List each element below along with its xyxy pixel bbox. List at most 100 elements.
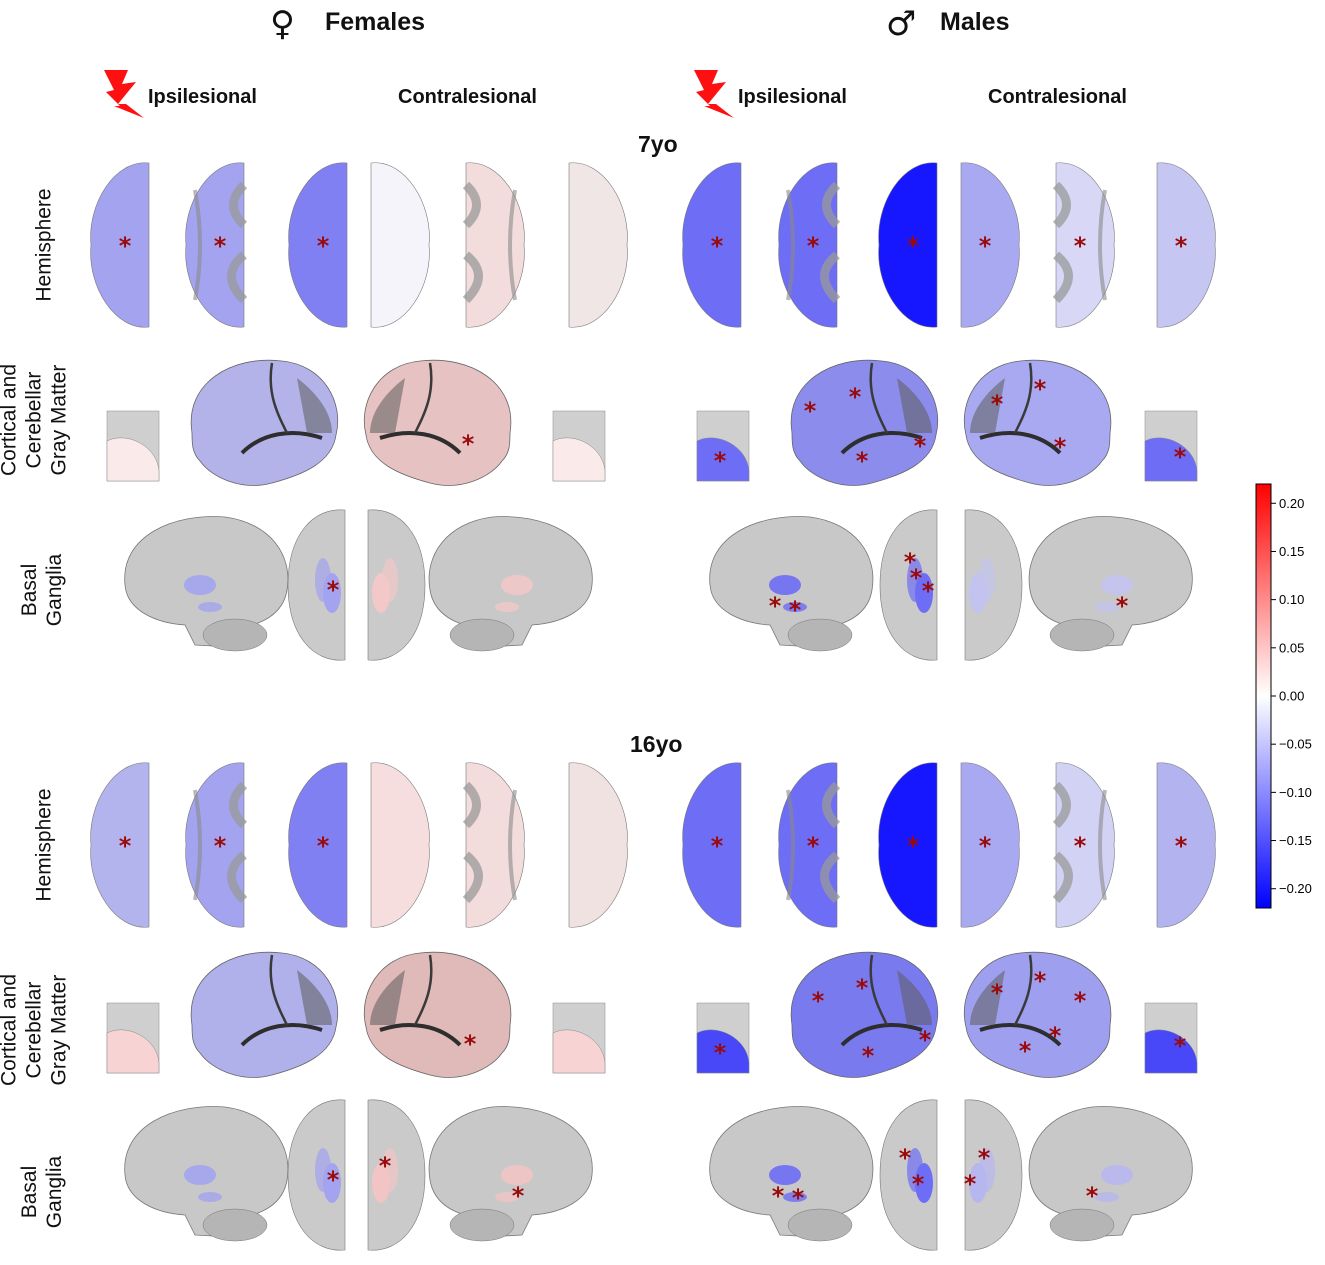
age-heading-7yo: 7yo: [638, 131, 678, 157]
significance-marker: *: [914, 432, 927, 460]
basal-ganglia-region: [1095, 602, 1119, 612]
colorbar-tick-label: −0.20: [1279, 881, 1312, 896]
sagittal-slice: [428, 1106, 593, 1242]
sylvian-fissure: [979, 1023, 1062, 1047]
colorbar-tick-label: 0.15: [1279, 544, 1304, 559]
cerebellum-sagittal: [449, 1208, 515, 1242]
sylvian-fissure: [979, 431, 1062, 455]
cortical-surface: [190, 359, 339, 486]
sylvian-fissure: [240, 431, 323, 455]
significance-marker: *: [856, 974, 869, 1002]
significance-marker: *: [462, 430, 475, 458]
significance-marker: *: [1074, 987, 1087, 1015]
sulcus-line: [508, 789, 517, 901]
significance-marker: *: [922, 577, 935, 605]
significance-marker: *: [1174, 1032, 1187, 1060]
axial-basal-ganglia-slice: [879, 509, 938, 661]
significance-marker: *: [1054, 433, 1067, 461]
gray-matter-overlay: [1052, 781, 1073, 904]
significance-marker: *: [769, 592, 782, 620]
cortical-surface: [363, 359, 512, 486]
significance-marker: *: [1086, 1182, 1099, 1210]
significance-marker: *: [910, 564, 923, 592]
gray-matter-overlay: [227, 181, 248, 304]
central-sulcus: [269, 954, 289, 1026]
significance-marker: *: [978, 1144, 991, 1172]
axial-hemisphere-slice: [878, 162, 938, 328]
significance-marker: *: [991, 979, 1004, 1007]
female-ipsilesional-header: Ipsilesional: [148, 86, 257, 108]
basal-ganglia-region: [783, 1192, 807, 1202]
significance-marker: *: [1049, 1022, 1062, 1050]
colorbar-tick-label: 0.05: [1279, 640, 1304, 655]
axial-hemisphere-slice: [370, 162, 430, 328]
significance-marker: *: [807, 832, 820, 860]
sylvian-fissure: [379, 431, 462, 455]
basal-ganglia-region: [501, 1165, 533, 1185]
significance-marker: *: [912, 1170, 925, 1198]
basal-ganglia-region: [783, 602, 807, 612]
lightning-bolt-icon: [104, 70, 144, 118]
axial-basal-ganglia-slice: [964, 1099, 1023, 1251]
male-symbol-icon: ♂: [886, 4, 917, 44]
gray-matter-overlay: [462, 181, 483, 304]
colorbar-tick-label: 0.20: [1279, 496, 1304, 511]
cerebellum-region: [106, 1029, 160, 1074]
basal-ganglia-region: [495, 1192, 519, 1202]
significance-marker: *: [327, 1166, 340, 1194]
basal-ganglia-region: [372, 1163, 390, 1203]
significance-marker: *: [512, 1182, 525, 1210]
cerebellum-sagittal: [787, 1208, 853, 1242]
significance-marker: *: [1174, 443, 1187, 471]
sulcus-line: [786, 789, 795, 901]
significance-marker: *: [1019, 1037, 1032, 1065]
cerebellum-region: [696, 1029, 750, 1074]
sagittal-slice: [124, 1106, 289, 1242]
male-contralesional-header: Contralesional: [988, 86, 1127, 108]
significance-marker: *: [849, 383, 862, 411]
cerebellum-region: [1144, 437, 1198, 482]
significance-marker: *: [119, 832, 132, 860]
axial-basal-ganglia-slice: [287, 1099, 346, 1251]
significance-marker: *: [1074, 232, 1087, 260]
basal-ganglia-region: [1095, 1192, 1119, 1202]
males-title: Males: [940, 8, 1010, 36]
axial-hemisphere-slice: [370, 762, 430, 928]
colorbar-tick-label: 0.10: [1279, 592, 1304, 607]
significance-marker: *: [772, 1182, 785, 1210]
significance-marker: *: [1034, 967, 1047, 995]
unlabelled-region: [970, 970, 1005, 1025]
significance-marker: *: [214, 832, 227, 860]
basal-ganglia-region: [969, 573, 987, 613]
sulcus-line: [508, 189, 517, 301]
central-sulcus: [1013, 954, 1033, 1026]
male-ipsilesional-header: Ipsilesional: [738, 86, 847, 108]
axial-basal-ganglia-slice: [879, 1099, 938, 1251]
significance-marker: *: [919, 1026, 932, 1054]
sylvian-fissure: [840, 431, 923, 455]
sylvian-fissure: [240, 1023, 323, 1047]
significance-marker: *: [907, 832, 920, 860]
cortical-surface: [190, 951, 339, 1078]
central-sulcus: [413, 954, 433, 1026]
cerebellum-sagittal: [787, 618, 853, 652]
unlabelled-region: [297, 970, 332, 1025]
central-sulcus: [1013, 362, 1033, 434]
significance-marker: *: [1175, 832, 1188, 860]
unlabelled-region: [970, 378, 1005, 433]
cerebellum-region: [552, 1029, 606, 1074]
unlabelled-region: [897, 970, 932, 1025]
axial-hemisphere-slice: [90, 162, 150, 328]
unlabelled-region: [370, 970, 405, 1025]
sagittal-slice: [1028, 1106, 1193, 1242]
sulcus-line: [193, 189, 202, 301]
basal-ganglia-region: [372, 573, 390, 613]
significance-marker: *: [789, 596, 802, 624]
significance-marker: *: [327, 576, 340, 604]
sulcus-line: [193, 789, 202, 901]
sulcus-line: [786, 189, 795, 301]
axial-hemisphere-slice: [1156, 162, 1216, 328]
gray-matter-overlay: [820, 781, 841, 904]
axial-hemisphere-slice: [568, 762, 628, 928]
